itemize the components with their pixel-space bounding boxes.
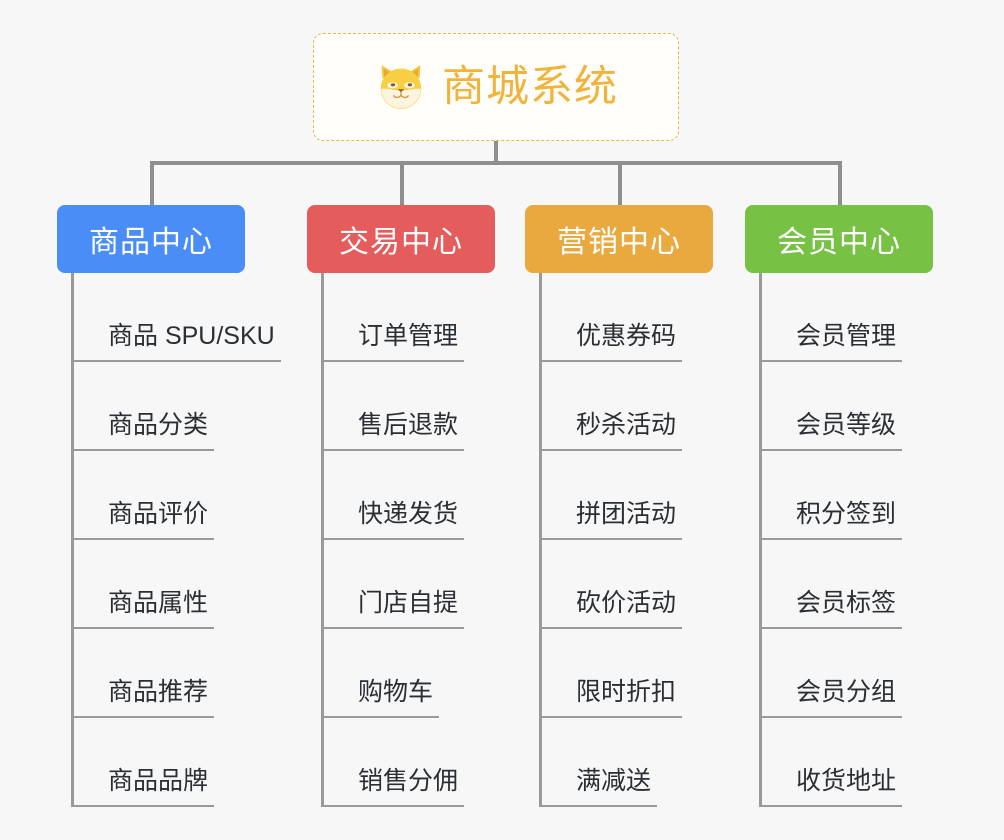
list-item[interactable]: 购物车 [324,629,495,718]
connector-drop-marketing-center [618,161,622,205]
leaf-list-marketing-center: 优惠券码 秒杀活动 拼团活动 砍价活动 限时折扣 满减送 [539,273,713,807]
list-item[interactable]: 满减送 [542,718,713,807]
list-item[interactable]: 积分签到 [762,451,933,540]
category-label: 会员中心 [777,226,901,259]
leaf-label: 积分签到 [762,502,903,540]
leaf-label: 售后退款 [324,413,465,451]
list-item[interactable]: 会员标签 [762,540,933,629]
leaf-label: 优惠券码 [542,324,683,362]
leaf-label: 购物车 [324,680,440,718]
leaf-label: 拼团活动 [542,502,683,540]
category-header-marketing-center[interactable]: 营销中心 [525,205,713,273]
list-item[interactable]: 拼团活动 [542,451,713,540]
list-item[interactable]: 订单管理 [324,273,495,362]
list-item[interactable]: 商品推荐 [74,629,245,718]
connector-root-stem [494,141,498,163]
leaf-label: 砍价活动 [542,591,683,629]
leaf-label: 限时折扣 [542,680,683,718]
leaf-label: 商品推荐 [74,680,215,718]
list-item[interactable]: 商品 SPU/SKU [74,273,281,362]
leaf-label: 门店自提 [324,591,465,629]
category-header-member-center[interactable]: 会员中心 [745,205,933,273]
branch-column-trade-center: 交易中心 订单管理 售后退款 快递发货 门店自提 购物车 销售分佣 [307,205,495,807]
shiba-dog-face-icon [380,65,422,109]
root-title: 商城系统 [442,62,618,111]
connector-drop-trade-center [400,161,404,205]
list-item[interactable]: 限时折扣 [542,629,713,718]
leaf-label: 快递发货 [324,502,465,540]
list-item[interactable]: 商品评价 [74,451,245,540]
list-item[interactable]: 售后退款 [324,362,495,451]
leaf-label: 商品分类 [74,413,215,451]
branch-column-marketing-center: 营销中心 优惠券码 秒杀活动 拼团活动 砍价活动 限时折扣 满减送 [525,205,713,807]
list-item[interactable]: 会员等级 [762,362,933,451]
list-item[interactable]: 快递发货 [324,451,495,540]
leaf-label: 商品属性 [74,591,215,629]
leaf-list-product-center: 商品 SPU/SKU 商品分类 商品评价 商品属性 商品推荐 商品品牌 [71,273,281,807]
connector-horizontal-bar [150,161,840,165]
connector-drop-product-center [150,161,154,205]
list-item[interactable]: 会员分组 [762,629,933,718]
leaf-list-trade-center: 订单管理 售后退款 快递发货 门店自提 购物车 销售分佣 [321,273,495,807]
leaf-label: 会员标签 [762,591,903,629]
leaf-list-member-center: 会员管理 会员等级 积分签到 会员标签 会员分组 收货地址 [759,273,933,807]
leaf-label: 销售分佣 [324,769,465,807]
root-node[interactable]: 商城系统 [313,33,679,141]
list-item[interactable]: 商品品牌 [74,718,245,807]
list-item[interactable]: 秒杀活动 [542,362,713,451]
list-item[interactable]: 商品属性 [74,540,245,629]
list-item[interactable]: 商品分类 [74,362,245,451]
category-label: 营销中心 [557,226,681,259]
leaf-label: 满减送 [542,769,658,807]
list-item[interactable]: 门店自提 [324,540,495,629]
list-item[interactable]: 收货地址 [762,718,933,807]
leaf-label: 订单管理 [324,324,465,362]
leaf-label: 商品品牌 [74,769,215,807]
list-item[interactable]: 优惠券码 [542,273,713,362]
branch-column-member-center: 会员中心 会员管理 会员等级 积分签到 会员标签 会员分组 收货地址 [745,205,933,807]
category-header-trade-center[interactable]: 交易中心 [307,205,495,273]
leaf-label: 收货地址 [762,769,903,807]
leaf-label: 秒杀活动 [542,413,683,451]
category-label: 交易中心 [339,226,463,259]
list-item[interactable]: 会员管理 [762,273,933,362]
leaf-label: 商品 SPU/SKU [74,324,281,362]
list-item[interactable]: 销售分佣 [324,718,495,807]
list-item[interactable]: 砍价活动 [542,540,713,629]
leaf-label: 会员等级 [762,413,903,451]
leaf-label: 会员分组 [762,680,903,718]
category-label: 商品中心 [89,226,213,259]
leaf-label: 会员管理 [762,324,903,362]
connector-drop-member-center [838,161,842,205]
leaf-label: 商品评价 [74,502,215,540]
branch-column-product-center: 商品中心 商品 SPU/SKU 商品分类 商品评价 商品属性 商品推荐 商品品牌 [57,205,281,807]
category-header-product-center[interactable]: 商品中心 [57,205,245,273]
